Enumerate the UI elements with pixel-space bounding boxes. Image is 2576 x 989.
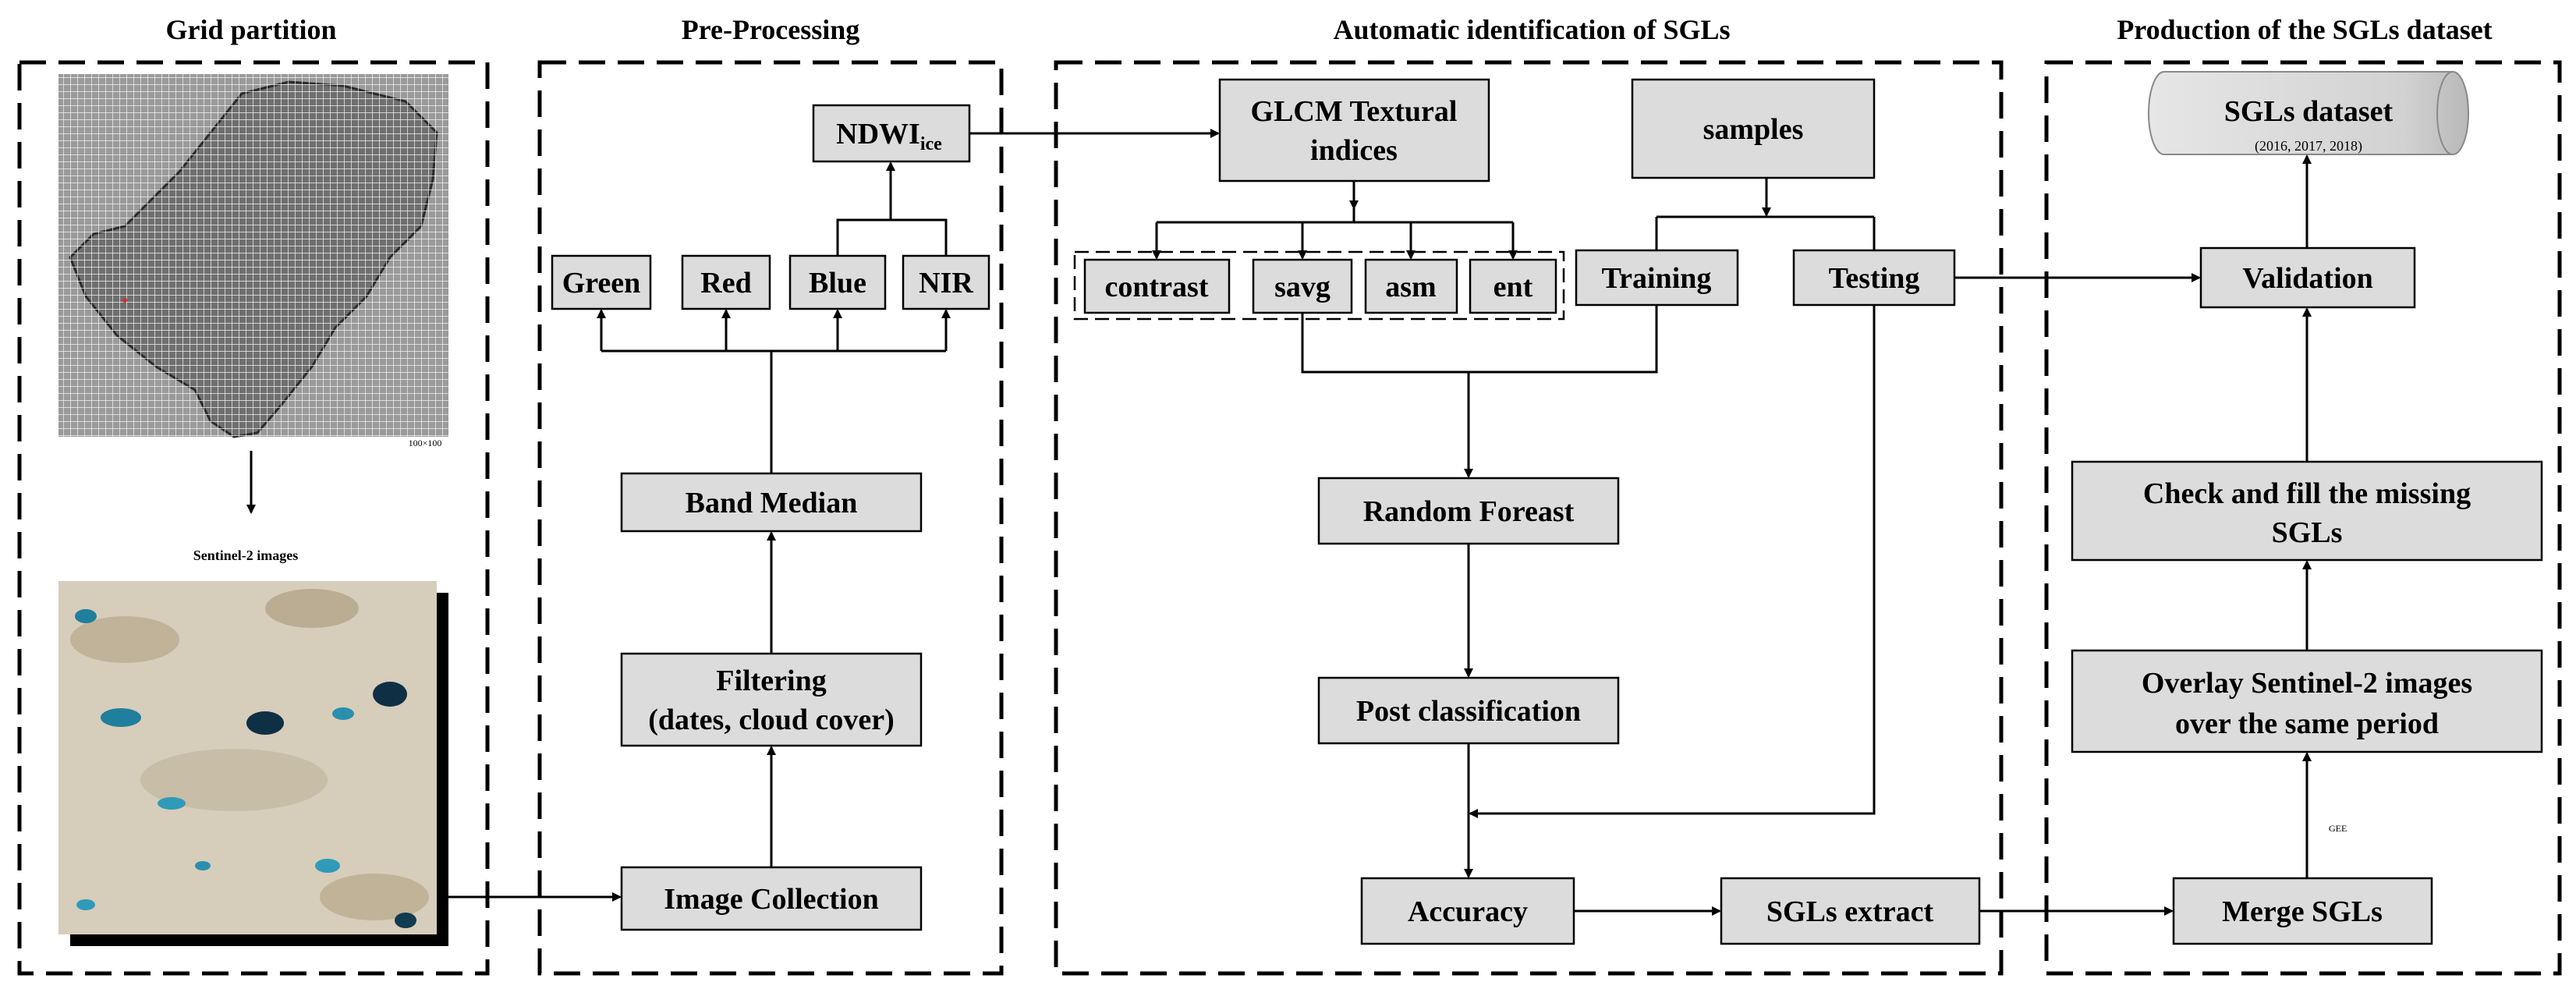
post-classification-box: Post classification [1317,676,1620,745]
band-red-box: Red [681,254,771,310]
svg-text:over the same period: over the same period [2175,707,2439,740]
dataset-title: SGLs dataset [2224,95,2394,128]
panel-automatic-identification [1054,60,2004,976]
sentinel-satellite-image [58,581,448,946]
svg-text:NDWIice: NDWIice [836,118,942,154]
glcm-box: GLCM Textural indices [1218,78,1490,183]
svg-text:Validation: Validation [2242,262,2373,295]
check-fill-box: Check and fill the missing SGLs [2071,460,2543,562]
texture-indices-group [1073,250,1565,321]
svg-text:Blue: Blue [809,267,866,300]
svg-text:SGLs extract: SGLs extract [1766,895,1934,928]
panel-pre-processing [537,60,1004,976]
svg-text:NIR: NIR [919,267,973,300]
svg-text:asm: asm [1385,271,1436,303]
svg-text:Band Median: Band Median [686,487,858,519]
line-savg-to-rf [1301,305,1658,374]
svg-text:Accuracy: Accuracy [1408,895,1528,928]
svg-text:contrast: contrast [1105,271,1209,303]
random-forest-box: Random Foreast [1317,477,1620,545]
band-green-box: Green [551,254,652,310]
svg-text:GLCM Textural: GLCM Textural [1251,95,1458,128]
svg-text:SGLs: SGLs [2272,516,2343,549]
gee-label: GEE [2329,823,2347,834]
dataset-years: (2016, 2017, 2018) [2255,138,2362,154]
filtering-subtitle: (dates, cloud cover) [648,704,895,736]
ndwi-subscript: ice [920,134,942,154]
testing-box: Testing [1792,249,1956,307]
image-collection-box: Image Collection [620,866,923,931]
index-savg-box: savg [1252,258,1353,314]
heading-grid-partition: Grid partition [165,14,336,45]
samples-box: samples [1631,78,1876,179]
band-nir-box: NIR [902,254,990,310]
ndwi-ice-box: NDWIice [812,104,971,163]
filtering-box: Filtering (dates, cloud cover) [620,652,923,747]
svg-text:Merge SGLs: Merge SGLs [2222,895,2383,928]
svg-text:Overlay Sentinel-2 images: Overlay Sentinel-2 images [2142,667,2472,700]
validation-box: Validation [2199,246,2416,309]
grid-size-note: 100×100 [409,438,442,448]
accuracy-box: Accuracy [1360,877,1575,945]
svg-text:Check and fill the missing: Check and fill the missing [2143,477,2471,510]
heading-pre-processing: Pre-Processing [682,14,860,45]
panel-production [2044,60,2562,976]
svg-text:ent: ent [1494,271,1533,303]
svg-text:Red: Red [700,267,751,300]
svg-text:Green: Green [562,267,641,300]
training-box: Training [1575,249,1739,307]
ndwi-main-text: NDWI [836,118,920,151]
sgls-dataset-cylinder: SGLs dataset (2016, 2017, 2018) [2148,71,2469,155]
svg-text:indices: indices [1310,134,1398,167]
svg-text:Testing: Testing [1829,262,1920,295]
sgls-extract-box: SGLs extract [1720,877,1981,945]
index-contrast-box: contrast [1083,258,1231,314]
line-blue-nir-join [836,218,948,256]
svg-text:savg: savg [1274,271,1331,303]
index-ent-box: ent [1469,258,1557,314]
overlay-box: Overlay Sentinel-2 images over the same … [2071,649,2543,753]
band-median-box: Band Median [620,472,923,533]
svg-text:Training: Training [1602,262,1712,295]
heading-automatic-identification: Automatic identification of SGLs [1334,14,1731,45]
svg-text:Image Collection: Image Collection [664,883,878,916]
svg-text:Post classification: Post classification [1356,695,1581,728]
greenland-grid-map: 100×100 [58,74,448,448]
svg-text:Random Foreast: Random Foreast [1363,495,1575,528]
heading-production: Production of the SGLs dataset [2117,14,2492,45]
sentinel-images-label: Sentinel-2 images [193,548,299,563]
band-blue-box: Blue [788,254,887,310]
svg-text:Filtering: Filtering [716,665,826,697]
svg-text:samples: samples [1703,113,1804,146]
merge-sgls-box: Merge SGLs [2172,877,2433,945]
arrow-testing-to-accuracy [1469,305,1876,818]
index-asm-box: asm [1364,258,1458,314]
panel-grid-partition [17,60,490,976]
